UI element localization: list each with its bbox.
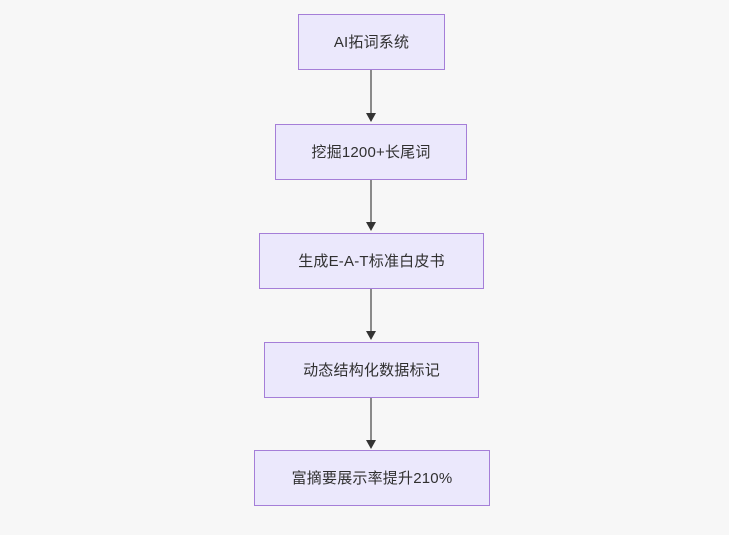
flowchart-edge-4-connector: [370, 398, 372, 441]
flowchart-node-5[interactable]: 富摘要展示率提升210%: [254, 450, 490, 506]
flowchart-node-1[interactable]: AI拓词系统: [298, 14, 445, 70]
flowchart-edge-4-arrow-icon: [365, 440, 376, 449]
flowchart-edge-2-arrow-icon: [365, 222, 376, 231]
flowchart-edge-3-connector: [370, 289, 372, 333]
flowchart-edge-1-connector: [370, 70, 372, 115]
flowchart-edge-3-arrow-icon: [365, 331, 376, 340]
flowchart-node-label: AI拓词系统: [333, 33, 410, 51]
flowchart-node-3[interactable]: 生成E-A-T标准白皮书: [259, 233, 484, 289]
flowchart-node-label: 富摘要展示率提升210%: [291, 469, 453, 487]
flowchart-edge-1-arrow-icon: [365, 113, 376, 122]
flowchart-node-label: 挖掘1200+长尾词: [311, 143, 431, 161]
flowchart-edge-2-connector: [370, 180, 372, 224]
flowchart-node-label: 生成E-A-T标准白皮书: [298, 252, 445, 270]
flowchart-node-label: 动态结构化数据标记: [303, 361, 440, 379]
flowchart-node-2[interactable]: 挖掘1200+长尾词: [275, 124, 467, 180]
flowchart-node-4[interactable]: 动态结构化数据标记: [264, 342, 479, 398]
